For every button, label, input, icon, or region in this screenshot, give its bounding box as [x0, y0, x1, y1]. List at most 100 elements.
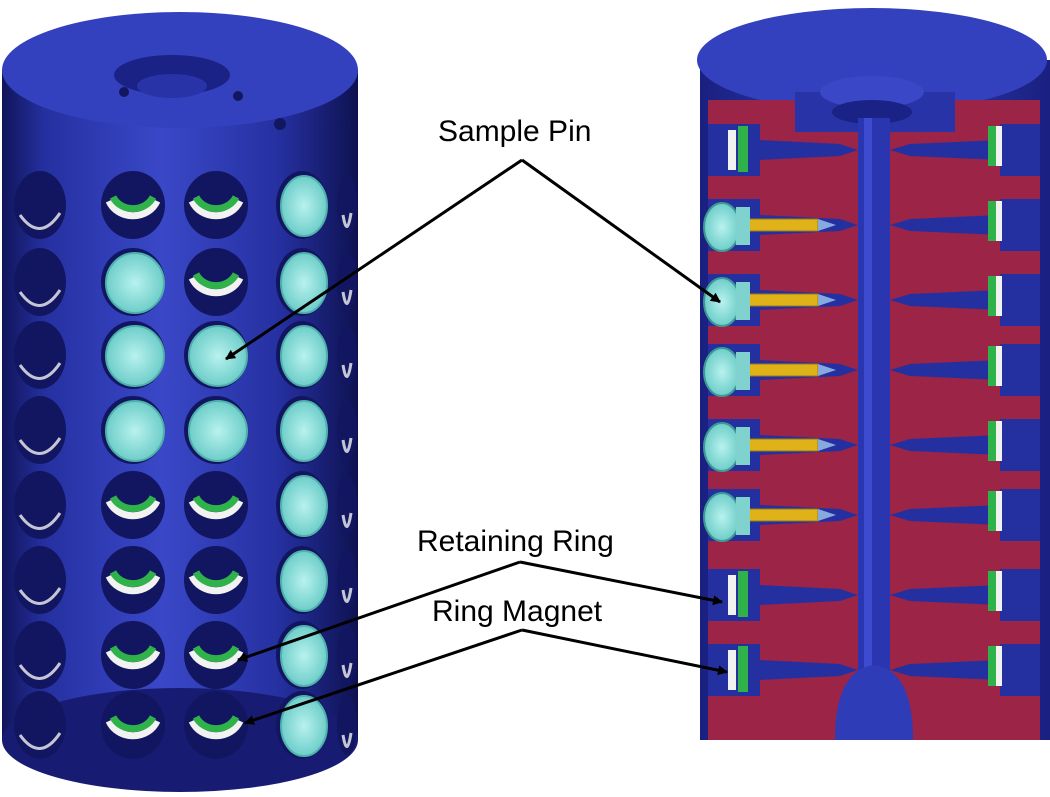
- sample-pin-shaft: [747, 363, 819, 377]
- hole-rim: [18, 587, 62, 605]
- retaining-ring-shape: [109, 645, 157, 663]
- sample-pin-cap: [703, 277, 741, 327]
- right-cylinder-section: [697, 8, 1050, 740]
- right-bore: [890, 644, 1040, 696]
- hole: [184, 691, 248, 759]
- ring-magnet-shape: [188, 574, 244, 595]
- hole: [184, 248, 248, 316]
- ring-magnet-shape: [996, 491, 1002, 531]
- retaining-ring-shape: [109, 195, 157, 213]
- sample-pin-arrow-right: [521, 158, 721, 304]
- retaining-ring-shape: [738, 126, 748, 172]
- sample-pin-cap: [188, 400, 248, 462]
- hole-rim: [18, 212, 62, 230]
- right-bore: [890, 344, 1040, 396]
- hole: [337, 475, 357, 535]
- retaining-ring-shape: [988, 421, 996, 461]
- hole-rim: [18, 362, 62, 380]
- top-recess: [795, 76, 955, 132]
- sample-pin-tip: [818, 439, 836, 451]
- ring-magnet-shape: [105, 574, 161, 595]
- sample-pin-cap: [105, 325, 165, 387]
- right-bore: [890, 124, 1040, 176]
- hole-rim: [341, 732, 353, 748]
- callout-sample-pin: Sample Pin: [225, 115, 721, 361]
- retaining-ring-shape: [988, 491, 996, 531]
- retaining-ring-shape: [192, 272, 240, 290]
- sample-pin-cap: [703, 422, 741, 472]
- right-bore: [890, 274, 1040, 326]
- hole: [337, 325, 357, 385]
- ring-magnet-shape: [996, 276, 1002, 316]
- sample-pin-collar: [736, 497, 750, 535]
- hole-rim: [341, 662, 353, 678]
- right-cylinder-top: [697, 8, 1047, 112]
- ring-magnet-shape: [728, 130, 736, 170]
- ring-magnet-label: Ring Magnet: [432, 595, 603, 628]
- right-bore: [890, 489, 1040, 541]
- sample-pin-arrow-left: [225, 158, 523, 361]
- hole-rim: [18, 289, 62, 307]
- retaining-ring-shape: [109, 495, 157, 513]
- left-hole-grid: [14, 171, 357, 759]
- hole: [184, 471, 248, 539]
- retaining-ring-shape: [192, 645, 240, 663]
- hole: [337, 252, 357, 312]
- retaining-ring-shape: [738, 571, 748, 617]
- hole-rim: [341, 212, 353, 228]
- sample-pin-tip: [818, 509, 836, 521]
- sample-pin-cap: [280, 695, 328, 757]
- retaining-ring-label: Retaining Ring: [417, 525, 614, 558]
- hole: [184, 171, 248, 239]
- retaining-ring-arrow-right: [519, 560, 723, 606]
- bottom-bore: [835, 665, 913, 740]
- retaining-ring-arrow-left: [237, 560, 521, 662]
- retaining-ring-shape: [988, 276, 996, 316]
- retaining-ring-shape: [192, 495, 240, 513]
- ring-magnet-shape: [728, 650, 736, 690]
- sample-pin-collar: [736, 427, 750, 465]
- center-bore: [858, 118, 890, 678]
- sample-pin-cap: [105, 252, 165, 314]
- hole-rim: [18, 662, 62, 680]
- hole: [184, 546, 248, 614]
- sample-pin-cap: [280, 325, 328, 387]
- sample-pin-cap: [280, 625, 328, 687]
- ring-magnet-shape: [188, 499, 244, 520]
- ring-magnet-shape: [188, 199, 244, 220]
- sample-pin-cap: [105, 400, 165, 462]
- ring-magnet-shape: [188, 649, 244, 670]
- retaining-ring-shape: [109, 570, 157, 588]
- hole: [337, 625, 357, 685]
- right-bore-stack: [703, 124, 1040, 696]
- ring-magnet-shape: [996, 421, 1002, 461]
- sample-pin-collar: [736, 207, 750, 245]
- right-bore: [890, 419, 1040, 471]
- top-keyhole: [114, 55, 286, 130]
- ring-magnet-arrow-right: [521, 628, 728, 676]
- ring-magnet-shape: [728, 575, 736, 615]
- ring-magnet-shape: [996, 646, 1002, 686]
- retaining-ring-shape: [988, 346, 996, 386]
- ring-magnet-arrow-left: [244, 628, 523, 725]
- hole: [101, 546, 165, 614]
- hole-rim: [341, 587, 353, 603]
- ring-magnet-shape: [105, 649, 161, 670]
- sample-pin-cap: [188, 325, 248, 387]
- retaining-ring-shape: [192, 715, 240, 733]
- sample-pin-cap: [703, 492, 741, 542]
- ring-magnet-shape: [105, 499, 161, 520]
- sample-pin-cap: [280, 175, 328, 237]
- ring-magnet-shape: [996, 201, 1002, 241]
- hole-rim: [18, 732, 62, 750]
- retaining-ring-shape: [192, 195, 240, 213]
- retaining-ring-shape: [738, 646, 748, 692]
- ring-magnet-shape: [105, 719, 161, 740]
- sample-pin-tip: [818, 294, 836, 306]
- sample-pin-cap: [280, 252, 328, 314]
- hole: [101, 471, 165, 539]
- sample-pin-tip: [818, 219, 836, 231]
- hole: [184, 621, 248, 689]
- sample-pin-shaft: [747, 293, 819, 307]
